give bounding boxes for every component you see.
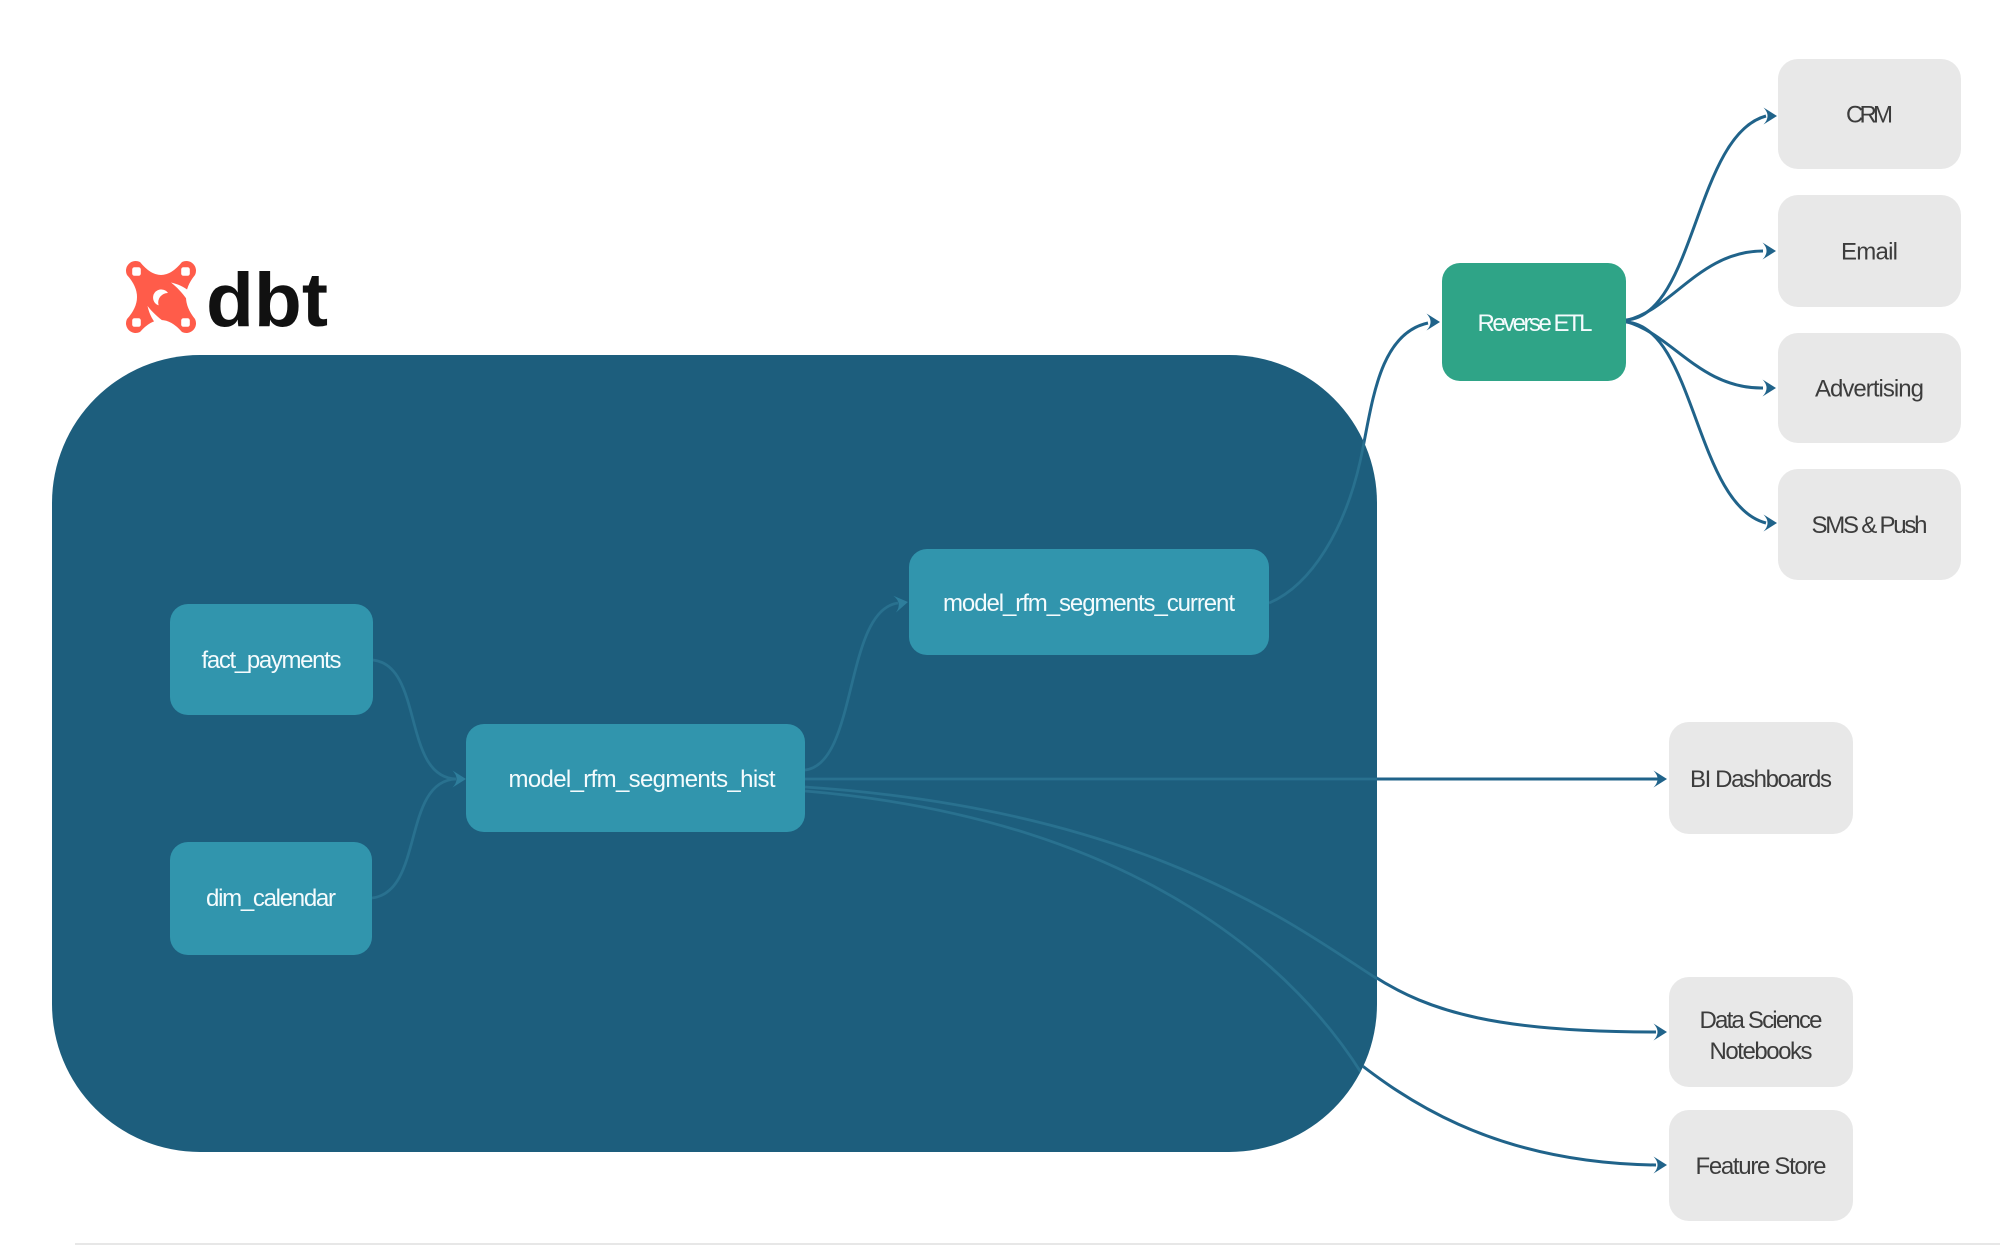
svg-text:fact_payments: fact_payments [202,647,342,674]
svg-text:Data Science: Data Science [1700,1007,1823,1034]
svg-text:model_rfm_segments_hist: model_rfm_segments_hist [509,766,776,793]
svg-text:Notebooks: Notebooks [1710,1038,1813,1065]
svg-text:model_rfm_segments_current: model_rfm_segments_current [943,590,1235,617]
svg-text:CRM: CRM [1846,102,1893,129]
svg-text:Reverse ETL: Reverse ETL [1478,310,1593,337]
svg-text:Advertising: Advertising [1815,376,1924,403]
svg-text:SMS & Push: SMS & Push [1812,512,1928,539]
svg-text:Email: Email [1841,239,1898,266]
svg-text:Feature Store: Feature Store [1696,1153,1827,1180]
svg-text:dbt: dbt [206,258,328,343]
svg-text:BI Dashboards: BI Dashboards [1690,766,1832,793]
svg-text:dim_calendar: dim_calendar [206,885,336,912]
